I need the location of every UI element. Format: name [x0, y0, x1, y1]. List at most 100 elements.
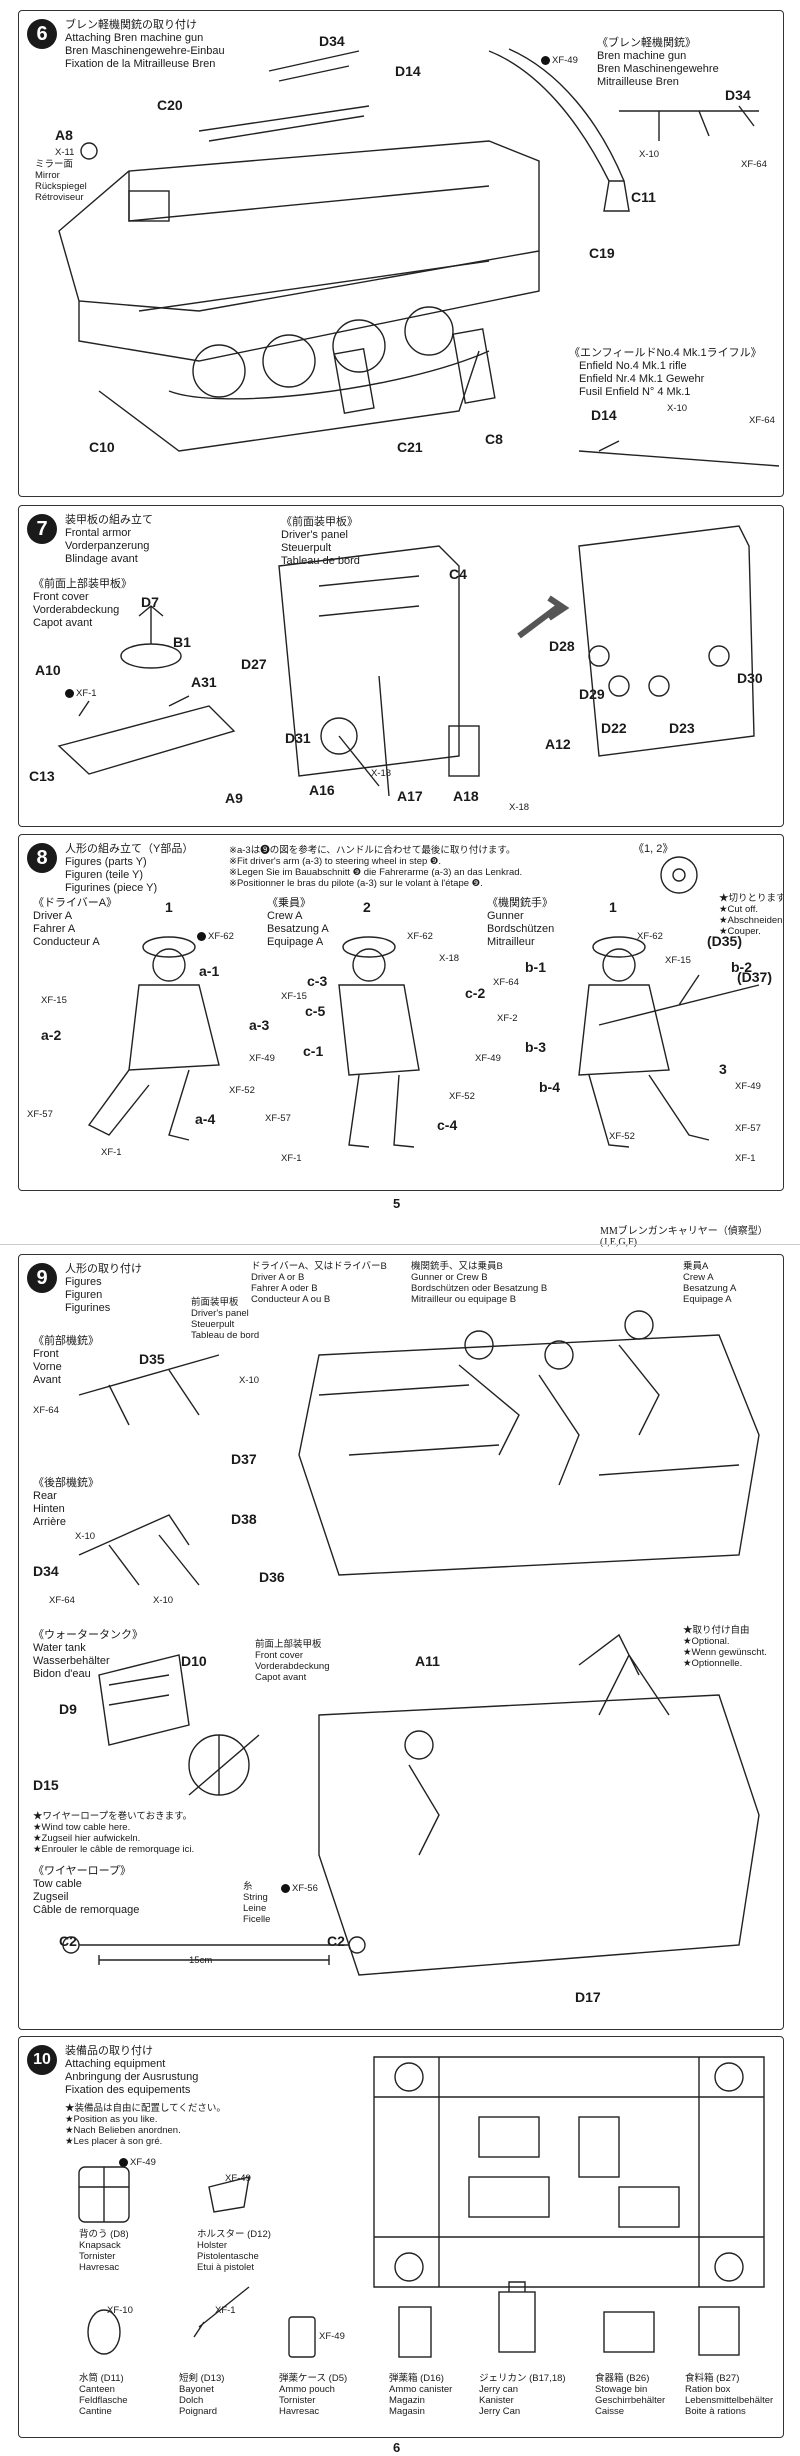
mirror-fr: Rétroviseur [35, 192, 84, 203]
front-cover-de: Vorderabdeckung [33, 604, 120, 616]
note-de: ※Legen Sie im Bauabschnitt ❾ die Fahrera… [229, 867, 523, 878]
part-3: 3 [719, 1061, 727, 1077]
crew-a-en: Crew A [683, 1272, 714, 1283]
rear-gun-fr: Arrière [33, 1516, 67, 1528]
bren-title-fr: Mitrailleuse Bren [597, 76, 679, 88]
string-en: String [243, 1892, 268, 1903]
part-d14: D14 [395, 63, 421, 79]
crew-a-de: Besatzung A [267, 923, 329, 935]
gunner-jp: 《機関銃手》 [487, 897, 553, 909]
part-b2: b-2 [731, 959, 752, 975]
step-title-fr: Figurines (piece Y) [65, 882, 158, 894]
optional-fr: ★Optionnelle. [683, 1658, 743, 1669]
part-d35: D35 [139, 1351, 165, 1367]
rear-gun-jp: 《後部機銃》 [33, 1477, 99, 1489]
paint-xf56: XF-56 [279, 1883, 318, 1894]
paint-xf57b: XF-57 [265, 1113, 291, 1124]
step-7-panel: 7 装甲板の組み立て Frontal armor Vorderpanzerung… [18, 505, 784, 827]
wire-fr: ★Enrouler le câble de remorquage ici. [33, 1844, 195, 1855]
carrier-hull-drawing [58, 48, 780, 467]
part-d36: D36 [259, 1569, 285, 1585]
driver-panel-jp: 前面装甲板 [191, 1297, 239, 1308]
optional-en: ★Optional. [683, 1636, 730, 1647]
paint-xf1c: XF-1 [735, 1153, 756, 1164]
paint-xf10: XF-10 [107, 2305, 133, 2316]
front-gun-fr: Avant [33, 1374, 61, 1386]
paint-xf64-rear: XF-64 [49, 1595, 75, 1606]
paint-xf62b: XF-62 [407, 931, 433, 942]
part-b1: B1 [173, 634, 191, 650]
step-title-fr: Blindage avant [65, 553, 138, 565]
driver-panel-de: Steuerpult [281, 542, 332, 554]
part-d9: D9 [59, 1701, 77, 1717]
water-fr: Bidon d'eau [33, 1668, 91, 1680]
part-d15: D15 [33, 1777, 59, 1793]
step-8-panel: 8 人形の組み立て（Y部品） Figures (parts Y) Figuren… [18, 834, 784, 1191]
part-d14-detail: D14 [591, 407, 617, 423]
tow-de: Zugseil [33, 1891, 69, 1903]
string-jp: 糸 [243, 1881, 253, 1892]
crew-a-en: Crew A [267, 910, 303, 922]
part-d35: (D35) [707, 933, 743, 949]
paint-xf52b: XF-52 [449, 1091, 475, 1102]
paint-xf15: XF-15 [41, 995, 67, 1006]
part-c5: c-5 [305, 1003, 326, 1019]
step-title-jp: 人形の組み立て（Y部品） [65, 843, 194, 855]
part-a2: a-2 [41, 1027, 62, 1043]
step-number: 7 [27, 514, 57, 544]
part-d28: D28 [549, 638, 575, 654]
step-title-en: Frontal armor [65, 527, 132, 539]
driver-ab-fr: Conducteur A ou B [251, 1294, 331, 1305]
step-title-fr: Figurines [65, 1302, 111, 1314]
front-cover-en: Front cover [255, 1650, 304, 1661]
note-en: ※Fit driver's arm (a-3) to steering whee… [229, 856, 442, 867]
position-de: ★Nach Belieben anordnen. [65, 2125, 181, 2136]
part-b4: b-4 [539, 1079, 560, 1095]
rifle-title-en: Enfield No.4 Mk.1 rifle [579, 360, 687, 372]
paint-xf62: XF-62 [195, 931, 234, 942]
paint-x18-2: X-18 [509, 802, 530, 813]
rear-gun-en: Rear [33, 1490, 57, 1502]
footer-text: MMブレンガンキャリヤー（偵察型）(J,E,G,F) [600, 1226, 768, 1248]
paint-dot-icon [65, 688, 74, 698]
position-jp: ★装備品は自由に配置してください。 [65, 2103, 226, 2114]
part-c19: C19 [589, 245, 615, 261]
part-d31: D31 [285, 730, 311, 746]
step-title-de: Figuren [65, 1289, 103, 1301]
paint-xf64: XF-64 [741, 159, 767, 170]
wire-en: ★Wind tow cable here. [33, 1822, 131, 1833]
wire-jp: ★ワイヤーロープを巻いておきます。 [33, 1811, 193, 1822]
figures-drawing [87, 856, 760, 1148]
paint-xf49-3: XF-49 [319, 2331, 345, 2342]
crew-a-jp: 《乗員》 [267, 897, 311, 909]
paint-xf2: XF-2 [497, 1013, 518, 1024]
step-title-jp: 装甲板の組み立て [65, 514, 153, 526]
gunner-en: Gunner [487, 910, 524, 922]
paint-xf62c: XF-62 [637, 931, 663, 942]
front-cover-jp: 《前面上部装甲板》 [33, 578, 132, 590]
part-c3: c-3 [307, 973, 328, 989]
mirror-en: Mirror [35, 170, 60, 181]
driver-panel-en: Driver's panel [281, 529, 348, 541]
part-d17: D17 [575, 1989, 601, 2005]
part-c2: c-2 [465, 985, 486, 1001]
front-gun-en: Front [33, 1348, 59, 1360]
paint-x10-rear2: X-10 [153, 1595, 174, 1606]
driver-panel-de: Steuerpult [191, 1319, 235, 1330]
part-d29: D29 [579, 686, 605, 702]
part-a3: a-3 [249, 1017, 270, 1033]
part-a12: A12 [545, 736, 571, 752]
paint-dot-icon [541, 55, 550, 65]
driver-ab-en: Driver A or B [251, 1272, 305, 1283]
page-number-5: 5 [393, 1196, 401, 1211]
step-title-en: Attaching Bren machine gun [65, 32, 204, 44]
step-number: 10 [27, 2045, 57, 2075]
step-title-de: Bren Maschinengewehre-Einbau [65, 45, 225, 57]
step-title-fr: Fixation des equipements [65, 2084, 191, 2096]
string-fr: Ficelle [243, 1914, 271, 1925]
